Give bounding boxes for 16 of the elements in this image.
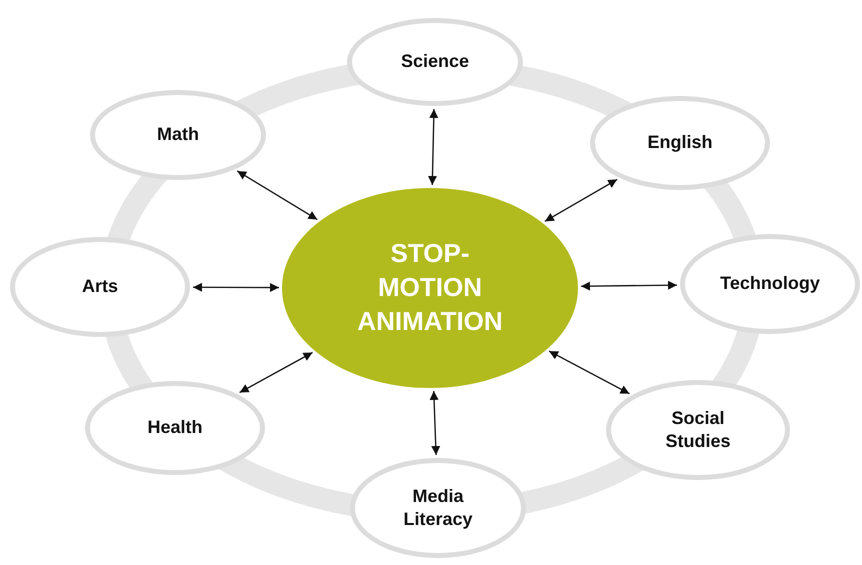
node-label: Technology bbox=[719, 272, 821, 296]
double-arrow bbox=[544, 178, 618, 222]
node-label: Media Literacy bbox=[402, 484, 474, 531]
node-label: STOP- MOTION ANIMATION bbox=[356, 237, 504, 338]
node-label: Math bbox=[156, 123, 200, 146]
node-label: Science bbox=[400, 50, 470, 74]
double-arrow bbox=[239, 352, 313, 394]
double-arrow bbox=[580, 280, 678, 291]
double-arrow bbox=[430, 390, 440, 456]
double-arrow bbox=[236, 170, 318, 220]
double-arrow bbox=[428, 108, 438, 186]
node-label: Health bbox=[146, 416, 204, 440]
double-arrow bbox=[193, 282, 279, 292]
node-label: English bbox=[646, 131, 714, 154]
node-label: Arts bbox=[80, 275, 119, 298]
node-label: Social Studies bbox=[664, 406, 732, 453]
